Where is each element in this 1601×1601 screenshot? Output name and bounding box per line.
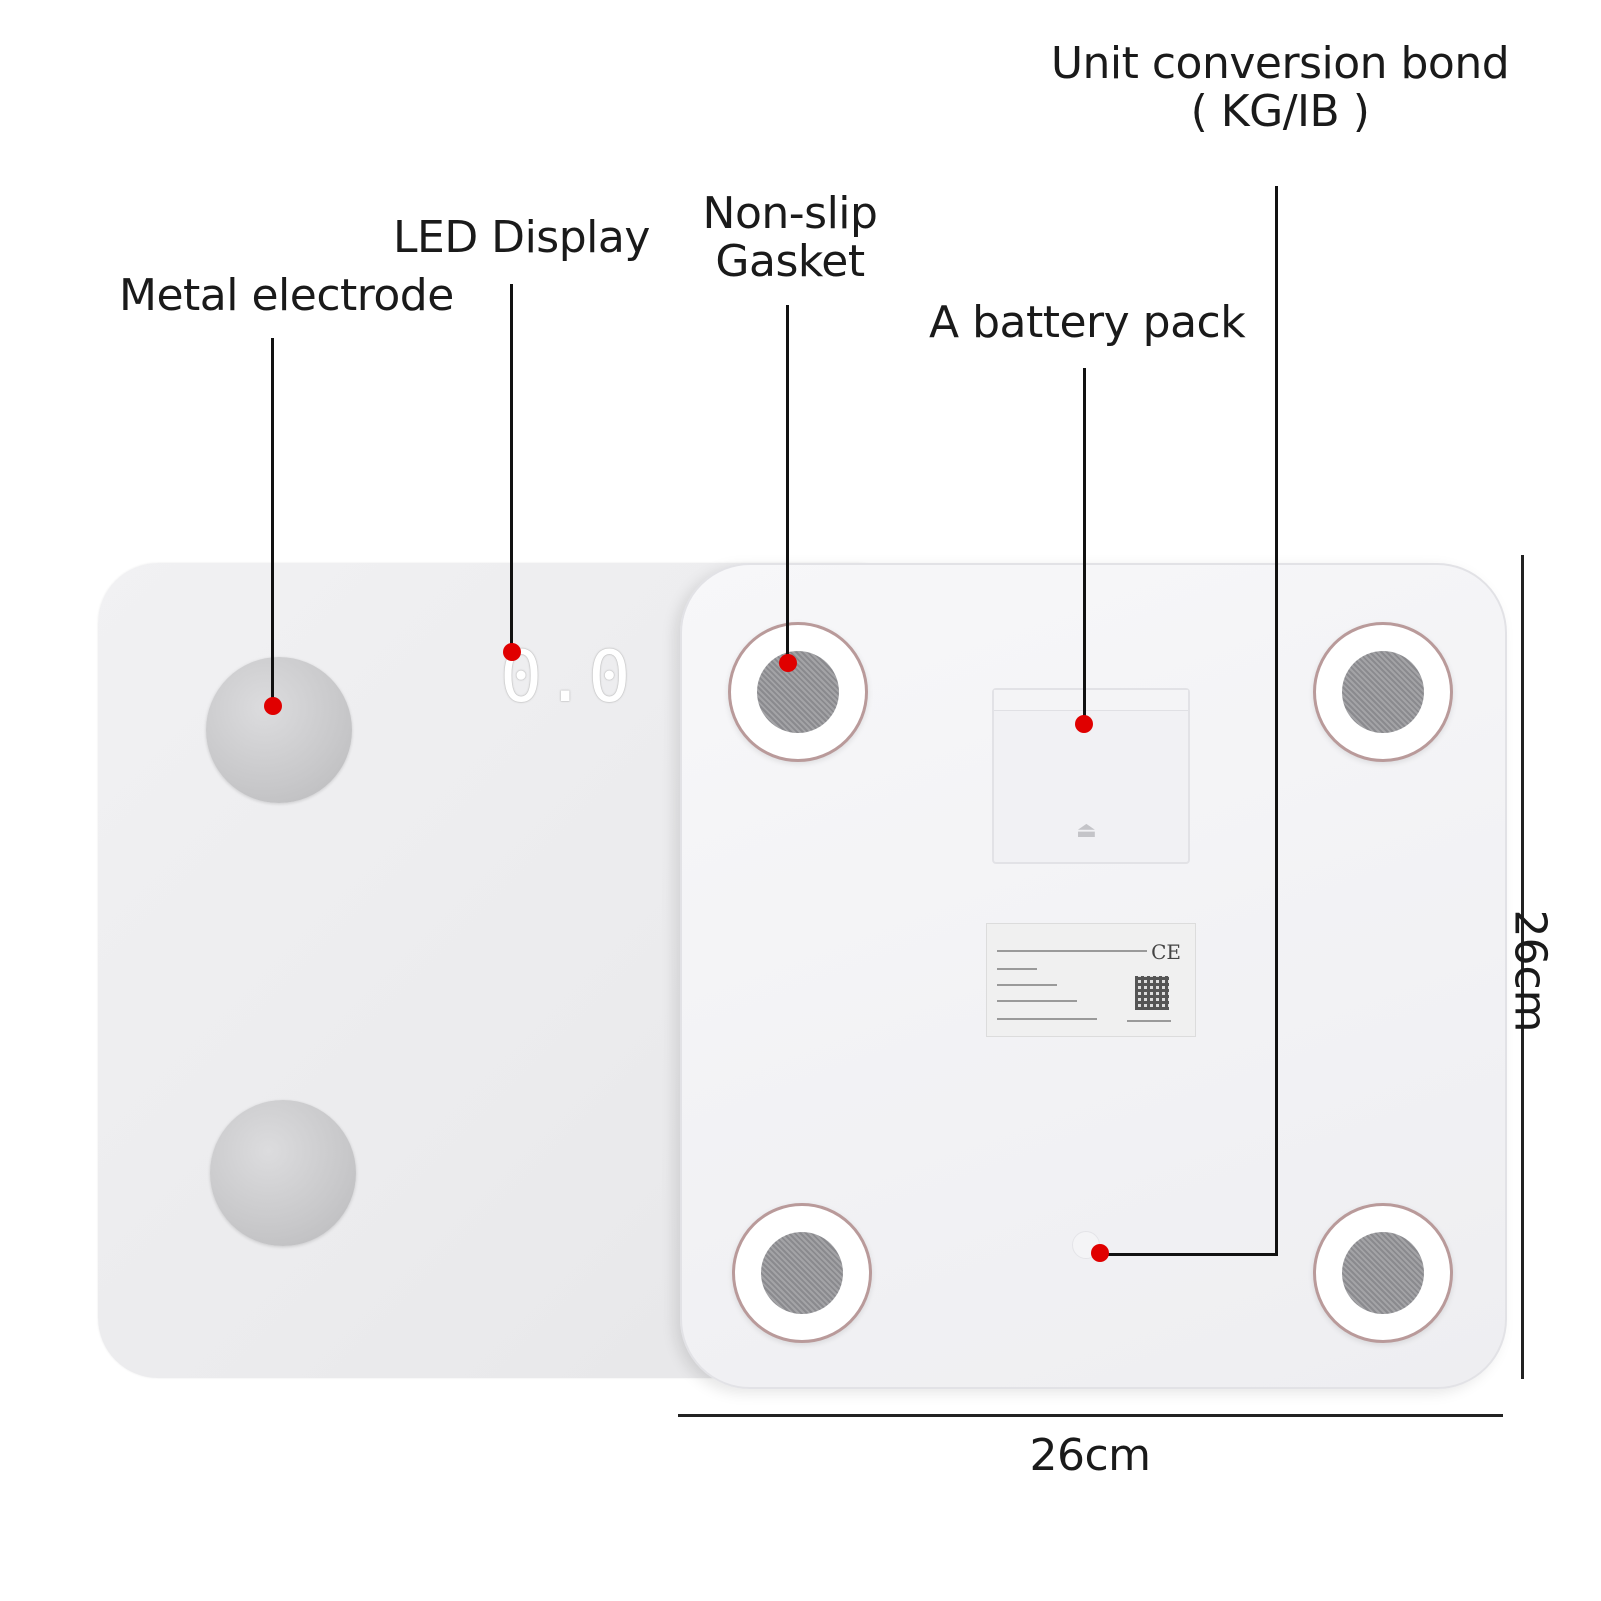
- led-display-readout: 0.0: [500, 636, 633, 718]
- metal-electrode-bottom: [210, 1100, 356, 1246]
- leader-battery-pack: [1083, 368, 1086, 724]
- label-led-display: LED Display: [393, 212, 650, 263]
- callout-dot-battery-pack: [1075, 715, 1093, 733]
- label-unit-conversion-line1: Unit conversion bond: [1050, 38, 1510, 89]
- leader-metal-electrode: [271, 338, 274, 708]
- eject-icon: ⏏: [1076, 818, 1097, 843]
- label-unit-conversion-line2: ( KG/IB ): [1190, 86, 1370, 137]
- callout-dot-non-slip-gasket: [779, 654, 797, 672]
- dimension-line-width: [678, 1414, 1503, 1417]
- ce-mark-icon: CE: [1151, 940, 1181, 964]
- label-metal-electrode: Metal electrode: [119, 270, 454, 321]
- callout-dot-led-display: [503, 643, 521, 661]
- label-non-slip-gasket-line1: Non-slip: [702, 188, 878, 239]
- callout-dot-metal-electrode: [264, 697, 282, 715]
- leader-led-display: [510, 284, 513, 654]
- leader-unit-conversion-horizontal: [1100, 1253, 1278, 1256]
- battery-pack-cover: ⏏: [992, 688, 1190, 864]
- leader-non-slip-gasket: [786, 305, 789, 665]
- non-slip-gasket-bottom-right: [1313, 1203, 1453, 1343]
- dimension-height-label: 26cm: [1504, 909, 1556, 1033]
- product-label-sticker: CE: [986, 923, 1196, 1037]
- callout-dot-unit-conversion: [1091, 1244, 1109, 1262]
- non-slip-gasket-top-left: [728, 622, 868, 762]
- battery-cover-tab: [994, 690, 1188, 711]
- non-slip-gasket-bottom-left: [732, 1203, 872, 1343]
- label-battery-pack: A battery pack: [929, 297, 1246, 348]
- dimension-line-height: [1521, 555, 1524, 1379]
- leader-unit-conversion-vertical: [1275, 186, 1278, 1256]
- metal-electrode-top: [206, 657, 352, 803]
- dimension-width-label: 26cm: [1029, 1430, 1151, 1481]
- label-non-slip-gasket-line2: Gasket: [715, 236, 865, 287]
- non-slip-gasket-top-right: [1313, 622, 1453, 762]
- qr-code-icon: [1135, 976, 1169, 1010]
